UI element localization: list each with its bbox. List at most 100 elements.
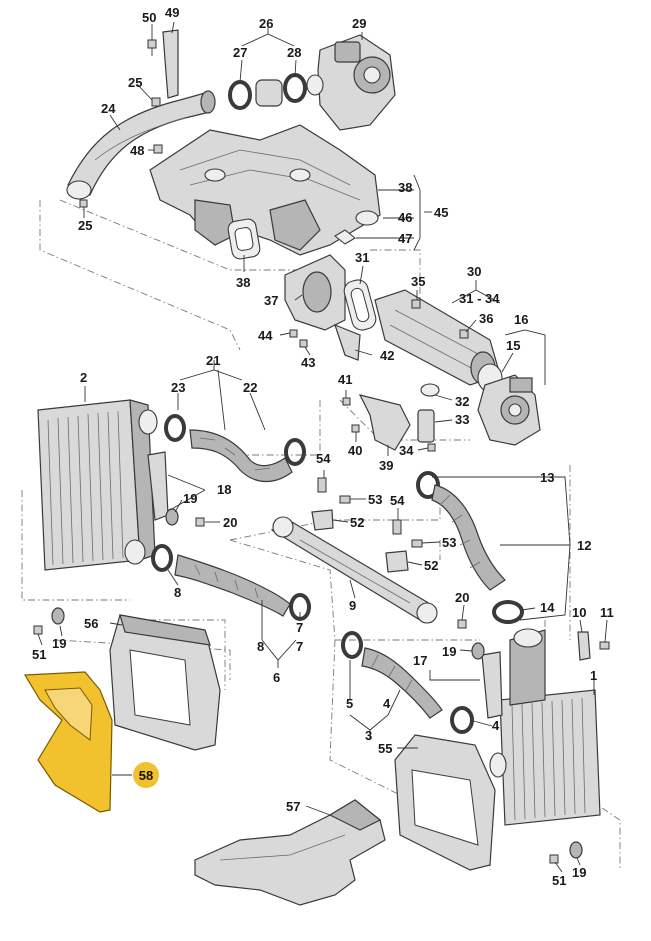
label-52b: 52 <box>424 558 438 573</box>
label-11: 11 <box>600 605 614 620</box>
label-34: 34 <box>399 443 414 458</box>
label-27: 27 <box>233 45 247 60</box>
label-38b: 38 <box>236 275 250 290</box>
clamp-14 <box>492 600 524 624</box>
label-7b: 7 <box>296 639 303 654</box>
clamp-22b <box>284 438 306 466</box>
grommet-19-left <box>165 508 179 526</box>
label-3: 3 <box>365 728 372 743</box>
grommet-19-bl <box>51 607 65 625</box>
hose-6 <box>174 554 291 617</box>
bracket-39 <box>358 394 411 451</box>
label-30: 30 <box>467 264 481 279</box>
hose-22 <box>189 429 293 483</box>
label-42: 42 <box>380 348 394 363</box>
label-43: 43 <box>301 355 315 370</box>
label-47: 47 <box>398 231 412 246</box>
sleeve-33 <box>417 409 435 443</box>
air-duct-58-highlighted <box>23 671 113 813</box>
label-57: 57 <box>286 799 300 814</box>
air-guide-56 <box>109 614 221 751</box>
label-19d: 19 <box>572 865 586 880</box>
gasket-38 <box>227 218 261 260</box>
label-26: 26 <box>259 16 273 31</box>
bolt-25-top <box>151 97 161 107</box>
throttle-body-16 <box>477 374 541 446</box>
label-33: 33 <box>455 412 469 427</box>
label-39: 39 <box>379 458 393 473</box>
label-35: 35 <box>411 274 425 289</box>
label-56: 56 <box>84 616 98 631</box>
bolt-51-left <box>33 625 43 635</box>
bolt-53-lower <box>411 539 423 548</box>
label-45: 45 <box>434 205 448 220</box>
label-37: 37 <box>264 293 278 308</box>
label-10: 10 <box>572 605 586 620</box>
label-19c: 19 <box>442 644 456 659</box>
bolt-50 <box>147 39 157 56</box>
air-duct-57 <box>194 799 386 906</box>
bolt-11 <box>599 641 610 650</box>
bolt-25-bottom <box>79 199 88 208</box>
label-31-34: 31 - 34 <box>459 291 500 306</box>
hose-clamps-26 <box>228 73 307 110</box>
clamp-13 <box>416 471 440 499</box>
bracket-17 <box>481 651 503 719</box>
bolt-54-lower <box>392 519 402 535</box>
label-38a: 38 <box>398 180 412 195</box>
label-25a: 25 <box>128 75 142 90</box>
callout-58-badge <box>112 762 159 788</box>
bolt-54-upper <box>317 477 327 493</box>
label-44: 44 <box>258 328 273 343</box>
grommet-19-right <box>569 841 583 859</box>
label-1: 1 <box>590 668 597 683</box>
crossover-pipe-24 <box>66 90 216 200</box>
label-19b: 19 <box>52 636 66 651</box>
label-20a: 20 <box>223 515 237 530</box>
label-51b: 51 <box>552 873 566 888</box>
callout-lines <box>37 21 608 873</box>
label-51a: 51 <box>32 647 46 662</box>
bolt-35 <box>411 299 421 309</box>
bracket-42 <box>334 323 361 361</box>
label-55: 55 <box>378 741 392 756</box>
intake-manifold <box>149 124 381 256</box>
clamp-23 <box>164 414 186 442</box>
label-4b: 4 <box>492 718 500 733</box>
label-7: 7 <box>296 620 303 635</box>
label-48: 48 <box>130 143 144 158</box>
charge-pipe-9 <box>270 516 438 624</box>
label-4: 4 <box>383 696 391 711</box>
label-49: 49 <box>165 5 179 20</box>
hose-12 <box>431 484 506 591</box>
label-13: 13 <box>540 470 554 485</box>
label-22: 22 <box>243 380 257 395</box>
label-8: 8 <box>174 585 181 600</box>
bolt-43 <box>299 339 308 348</box>
bolt-53-upper <box>339 495 351 504</box>
bolt-36 <box>459 329 469 339</box>
hose-3 <box>361 647 443 719</box>
label-15: 15 <box>506 338 520 353</box>
label-24: 24 <box>101 101 116 116</box>
label-9: 9 <box>349 598 356 613</box>
label-54a: 54 <box>316 451 331 466</box>
bolt-48 <box>153 144 163 154</box>
label-46: 46 <box>398 210 412 225</box>
label-23: 23 <box>171 380 185 395</box>
grommet-19-mid <box>471 642 485 660</box>
gasket-31 <box>343 279 377 331</box>
bracket-52-upper <box>311 509 334 531</box>
label-16: 16 <box>514 312 528 327</box>
label-8b: 8 <box>257 639 264 654</box>
intercooler-right-1 <box>489 628 601 826</box>
throttle-flange-37 <box>284 254 346 331</box>
label-14: 14 <box>540 600 555 615</box>
bracket-52-lower <box>385 550 409 573</box>
label-41: 41 <box>338 372 352 387</box>
clamp-4 <box>450 706 474 734</box>
label-36: 36 <box>479 311 493 326</box>
bracket-49 <box>162 29 179 99</box>
bolt-51-right <box>549 854 559 864</box>
